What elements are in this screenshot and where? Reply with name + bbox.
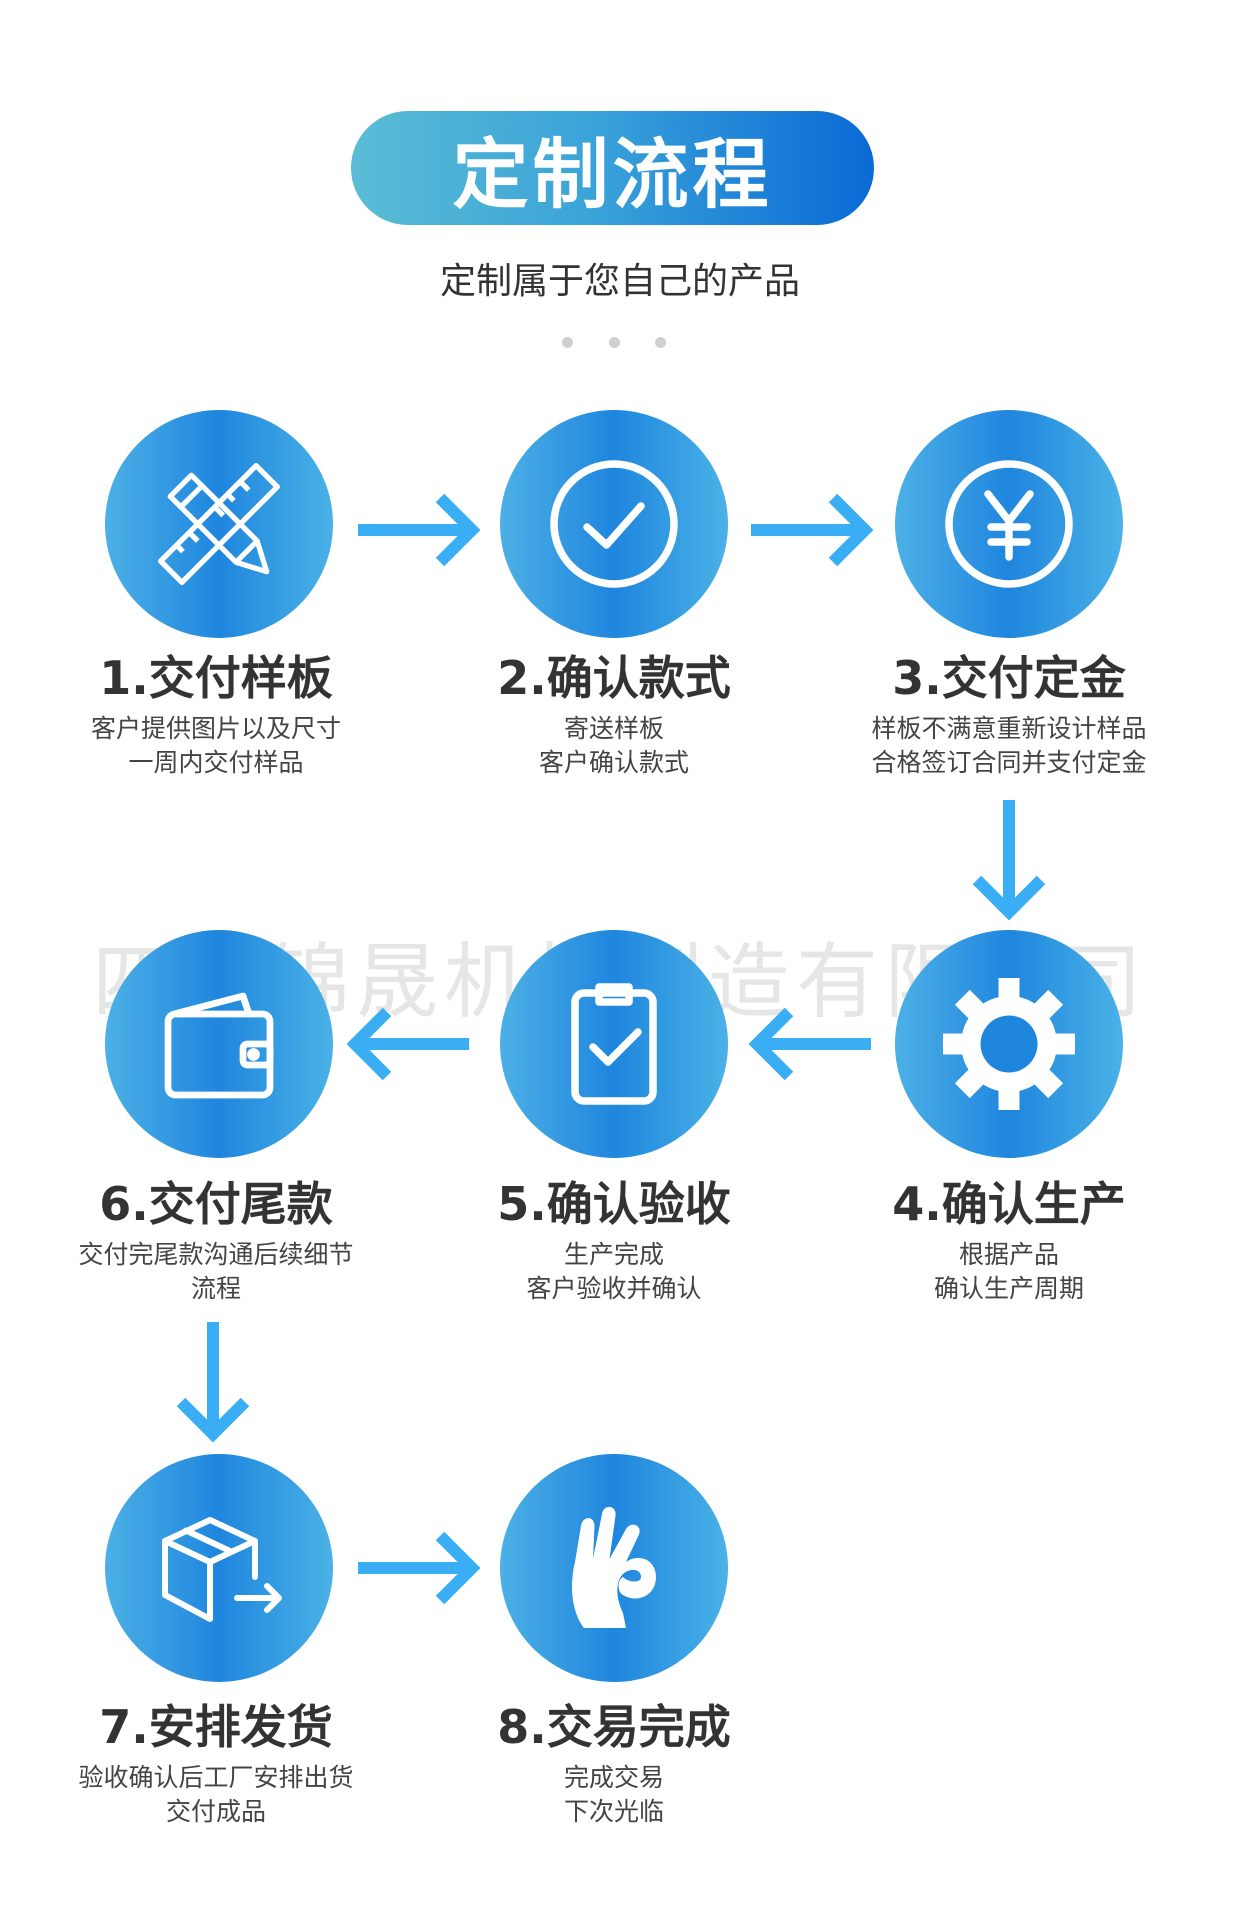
arrow-right-icon [751, 493, 873, 567]
ruler-pencil-icon [158, 463, 280, 585]
step-3-title: 3.交付定金 [892, 651, 1126, 705]
step-2-desc-line1: 寄送样板 [563, 714, 664, 743]
step-1-title: 1.交付样板 [99, 651, 333, 705]
step-8-desc-line2: 下次光临 [563, 1797, 664, 1826]
step-4-desc-line2: 确认生产周期 [933, 1274, 1084, 1303]
step-4-circle [895, 930, 1123, 1158]
step-3-desc-line1: 样板不满意重新设计样品 [871, 714, 1147, 743]
page-title: 定制流程 [452, 130, 773, 219]
arrow-down-icon [176, 1322, 250, 1442]
step-2-title: 2.确认款式 [497, 651, 731, 705]
arrow-left-icon [347, 1007, 469, 1081]
arrow-right-icon [358, 493, 480, 567]
arrow-left-icon [749, 1007, 871, 1081]
step-3-desc-line2: 合格签订合同并支付定金 [871, 748, 1147, 777]
step-8-title: 8.交易完成 [497, 1700, 731, 1754]
step-3-circle [895, 410, 1123, 638]
box-shipping-icon [162, 1517, 282, 1622]
decor-dot [655, 337, 666, 348]
step-5-desc-line2: 客户验收并确认 [526, 1274, 702, 1303]
step-6-circle [105, 930, 333, 1158]
step-2-desc-line2: 客户确认款式 [538, 748, 689, 777]
gear-icon [943, 978, 1075, 1110]
step-7-circle [105, 1454, 333, 1682]
ok-hand-icon [572, 1506, 656, 1628]
clipboard-check-icon [571, 983, 657, 1105]
step-2-circle [500, 410, 728, 638]
arrow-right-icon [358, 1531, 480, 1605]
arrow-down-icon [972, 800, 1046, 920]
decor-dot [562, 337, 573, 348]
step-1-desc-line2: 一周内交付样品 [128, 748, 304, 777]
step-5-circle [500, 930, 728, 1158]
step-1-circle [105, 410, 333, 638]
title-banner: 定制流程 [351, 111, 874, 225]
step-1-desc-line1: 客户提供图片以及尺寸 [90, 714, 341, 743]
step-4-desc-line1: 根据产品 [958, 1240, 1059, 1269]
step-6-title: 6.交付尾款 [99, 1177, 333, 1231]
step-5-desc-line1: 生产完成 [563, 1240, 664, 1269]
step-7-desc-line2: 交付成品 [165, 1797, 266, 1826]
step-5-title: 5.确认验收 [497, 1177, 731, 1231]
yen-circle-icon [945, 460, 1073, 588]
step-4-title: 4.确认生产 [892, 1177, 1126, 1231]
step-6-desc-line1: 交付完尾款沟通后续细节 [78, 1240, 354, 1269]
step-8-circle [500, 1454, 728, 1682]
step-7-title: 7.安排发货 [99, 1700, 333, 1754]
step-6-desc-line2: 流程 [190, 1274, 241, 1303]
decor-dot [609, 337, 620, 348]
step-7-desc-line1: 验收确认后工厂安排出货 [78, 1763, 354, 1792]
step-8-desc-line1: 完成交易 [563, 1763, 664, 1792]
subtitle: 定制属于您自己的产品 [439, 261, 800, 302]
wallet-icon [164, 992, 274, 1099]
check-circle-icon [550, 460, 678, 588]
